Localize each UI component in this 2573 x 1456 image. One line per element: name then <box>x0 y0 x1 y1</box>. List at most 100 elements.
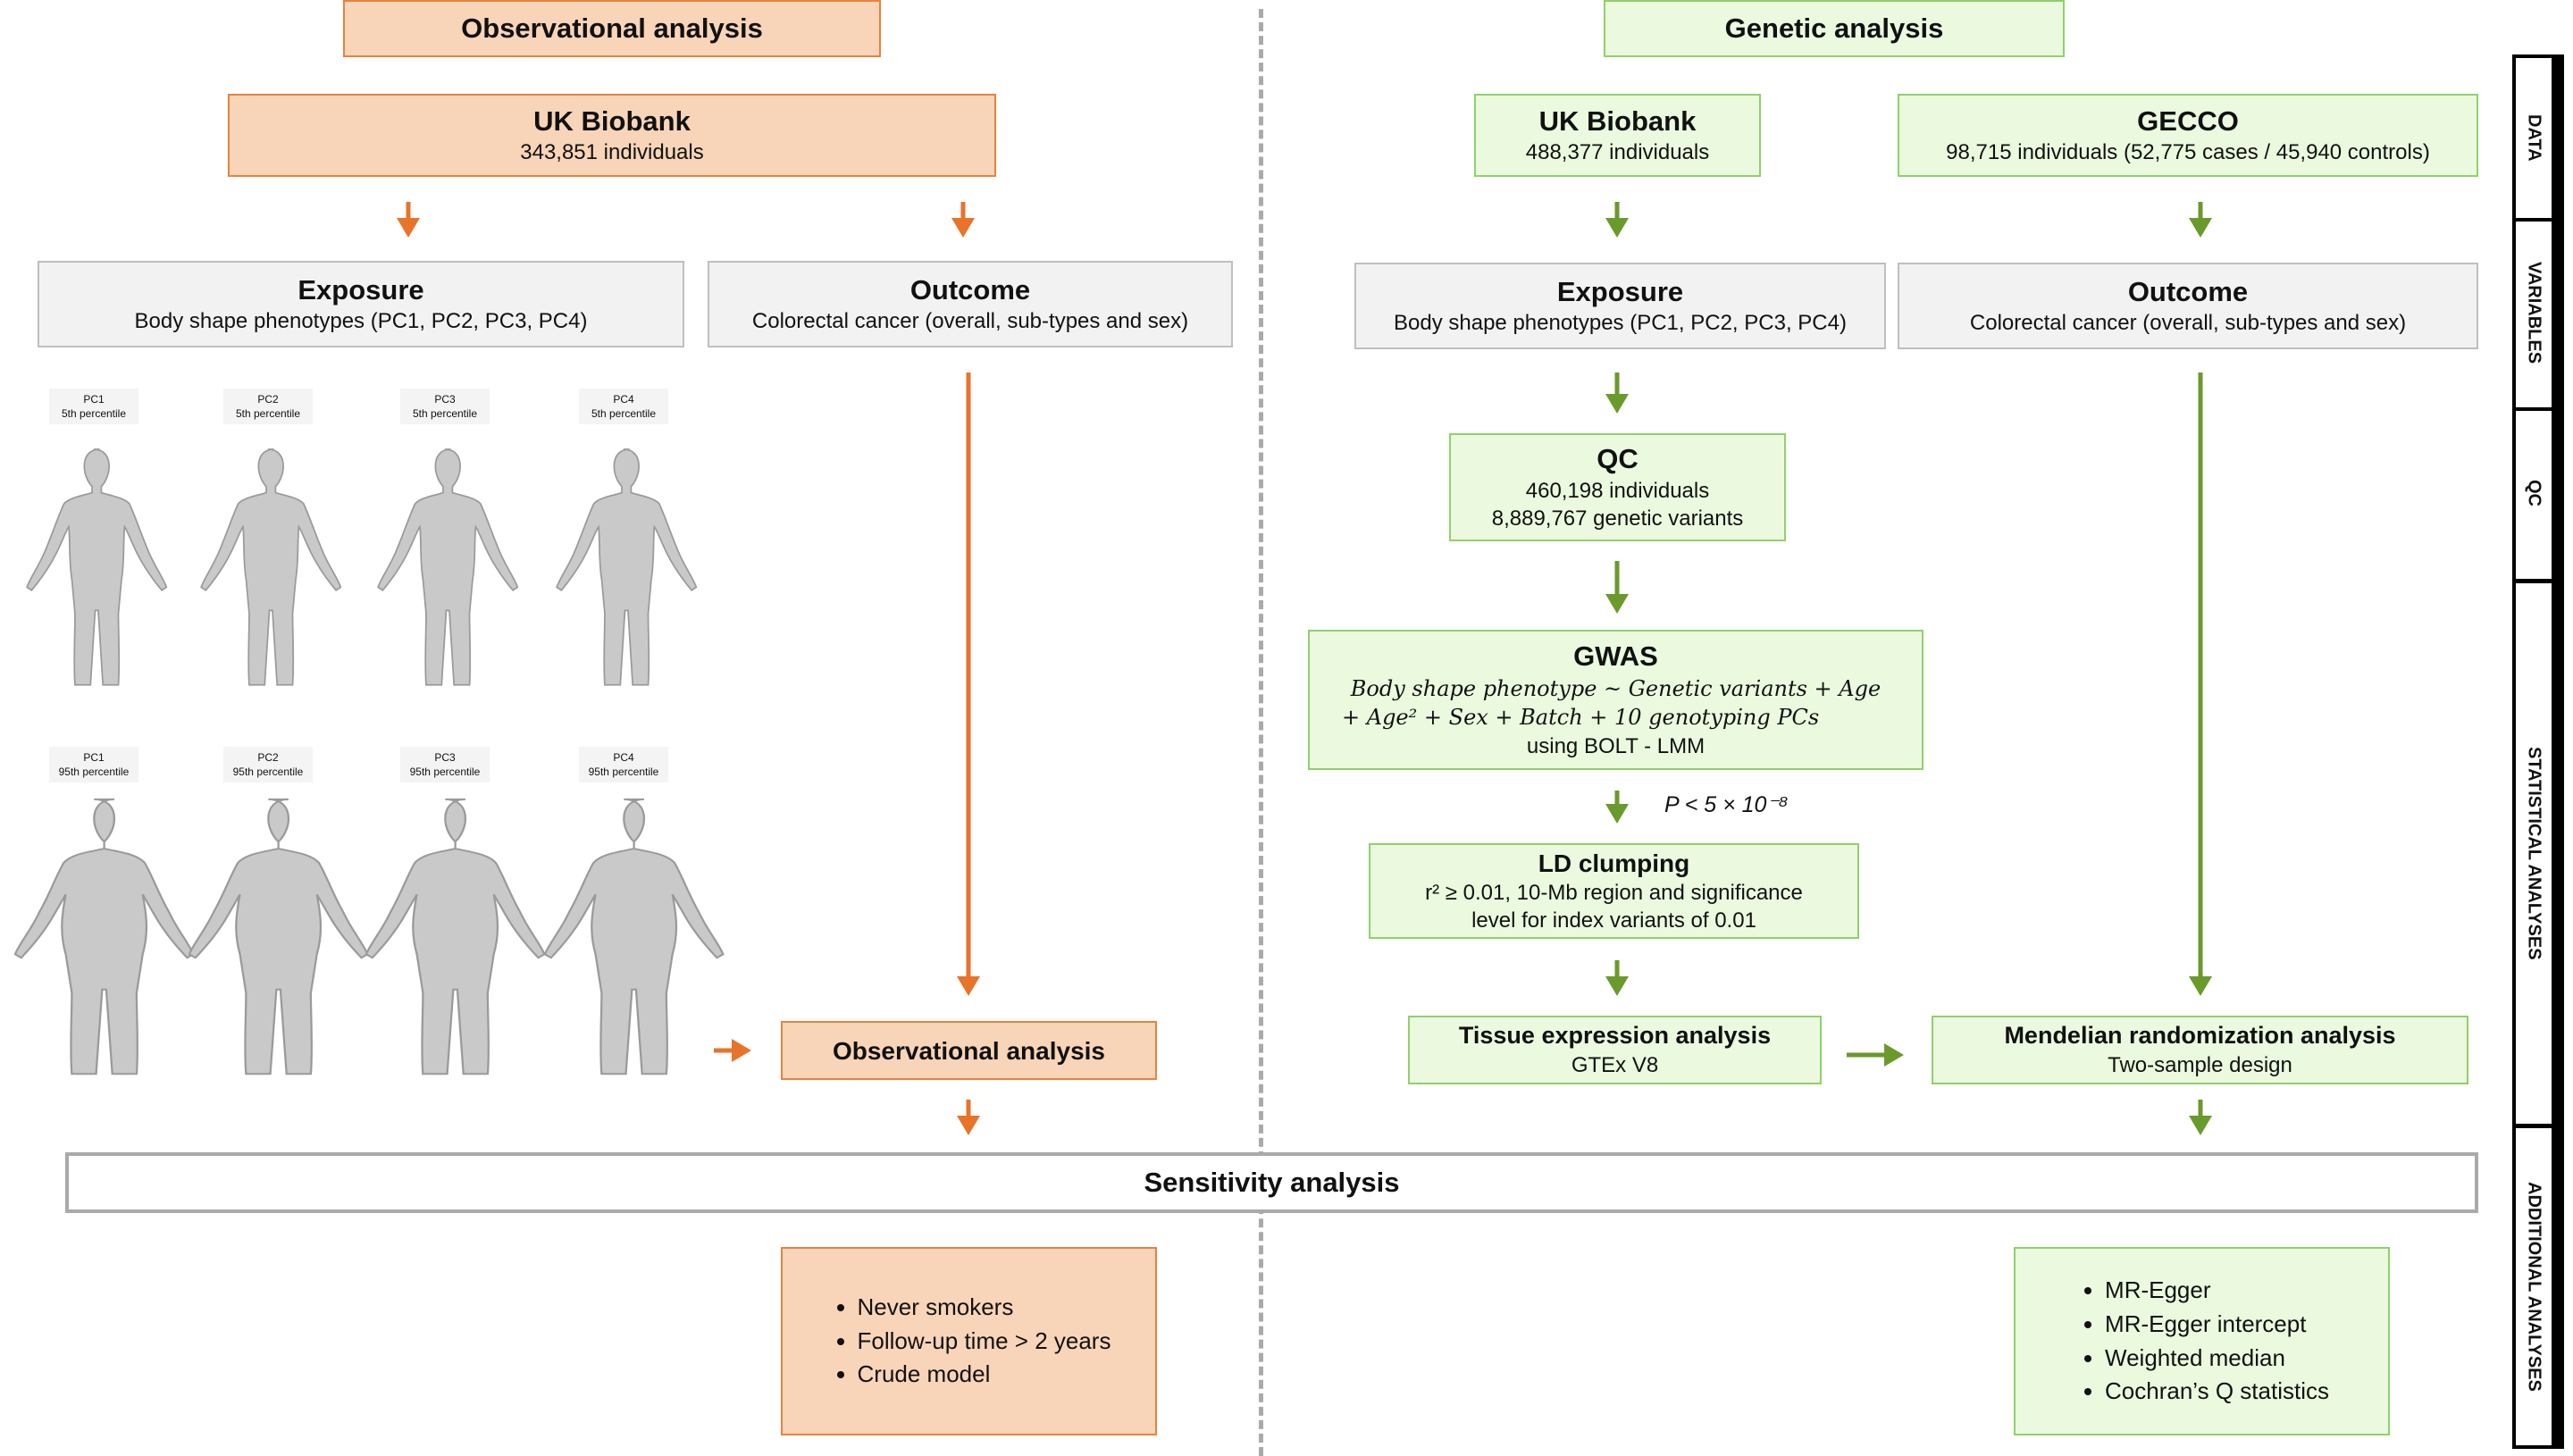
box-subtitle: 98,715 individuals (52,775 cases / 45,94… <box>1946 140 2430 165</box>
percentile-label: 5th percentile <box>412 407 478 421</box>
gen-exposure-box: Exposure Body shape phenotypes (PC1, PC2… <box>1354 263 1886 349</box>
box-line: r² ≥ 0.01, 10-Mb region and significance <box>1425 880 1803 905</box>
stage-label: ADDITIONAL ANALYSES <box>2524 1182 2544 1392</box>
percentile-label: 95th percentile <box>588 766 659 779</box>
box-subtitle: Two-sample design <box>2108 1052 2292 1077</box>
mr-box: Mendelian randomization analysis Two-sam… <box>1932 1016 2468 1084</box>
box-title: Outcome <box>909 273 1031 305</box>
pc-label: PC4 <box>613 751 634 764</box>
qc-box: QC 460,198 individuals 8,889,767 genetic… <box>1449 433 1786 541</box>
observational-header: Observational analysis <box>343 0 881 57</box>
box-line: 8,889,767 genetic variants <box>1491 506 1744 531</box>
stage-label: VARIABLES <box>2524 261 2544 364</box>
box-subtitle: Body shape phenotypes (PC1, PC2, PC3, PC… <box>1394 311 1847 336</box>
body-shape-label: PC4 95th percentile <box>579 747 668 783</box>
arrow-down <box>1605 960 1629 996</box>
obs-exposure-box: Exposure Body shape phenotypes (PC1, PC2… <box>38 261 684 347</box>
body-shape-label: PC3 95th percentile <box>400 747 490 783</box>
arrow-down <box>957 372 980 996</box>
box-title: Exposure <box>1556 275 1684 307</box>
stage-label: DATA <box>2524 114 2544 162</box>
obs-outcome-box: Outcome Colorectal cancer (overall, sub-… <box>708 261 1233 347</box>
box-title: Observational analysis <box>832 1036 1106 1065</box>
threshold-label: P < 5 × 10⁻⁸ <box>1664 792 1789 817</box>
box-title: Exposure <box>298 273 424 305</box>
gwas-formula: + Age² + Sex + Batch + 10 genotyping PCs <box>1342 705 1820 731</box>
arrow-right <box>714 1039 751 1062</box>
arrow-down <box>397 202 420 238</box>
box-line: 460,198 individuals <box>1525 478 1710 503</box>
pc-label: PC3 <box>434 751 456 764</box>
box-title: GWAS <box>1573 640 1658 673</box>
list-item: Follow-up time > 2 years <box>858 1325 1111 1359</box>
arrow-down <box>2189 1100 2212 1135</box>
percentile-label: 5th percentile <box>235 407 301 421</box>
gen-gecco-box: GECCO 98,715 individuals (52,775 cases /… <box>1898 94 2478 177</box>
body-shape-label: PC2 95th percentile <box>223 747 313 783</box>
stage-label: QC <box>2524 480 2544 506</box>
arrow-down <box>951 202 975 238</box>
arrow-down <box>2189 372 2212 996</box>
box-subtitle: Colorectal cancer (overall, sub-types an… <box>1969 311 2407 336</box>
box-title: Sensitivity analysis <box>1144 1166 1400 1198</box>
list-item: Crude model <box>858 1358 1111 1392</box>
gwas-box: GWAS Body shape phenotype ~ Genetic vari… <box>1308 630 1923 770</box>
header-label: Observational analysis <box>461 12 763 44</box>
box-title: LD clumping <box>1538 849 1690 877</box>
list-item: Weighted median <box>2105 1342 2329 1376</box>
header-label: Genetic analysis <box>1724 12 1944 44</box>
box-subtitle: 488,377 individuals <box>1525 140 1710 165</box>
box-subtitle: 343,851 individuals <box>520 140 704 165</box>
arrow-down <box>1605 791 1629 824</box>
arrow-down <box>1605 202 1629 238</box>
percentile-label: 95th percentile <box>409 766 481 779</box>
percentile-label: 95th percentile <box>58 766 130 779</box>
box-line: level for index variants of 0.01 <box>1471 908 1756 933</box>
box-title: GECCO <box>2137 105 2239 137</box>
obs-sensitivity-list: Never smokers Follow-up time > 2 years C… <box>781 1247 1157 1435</box>
pc-label: PC4 <box>613 393 634 406</box>
arrow-right <box>1847 1043 1904 1067</box>
box-title: QC <box>1597 442 1639 474</box>
genetic-header: Genetic analysis <box>1604 0 2065 57</box>
percentile-label: 95th percentile <box>232 766 304 779</box>
box-subtitle: Colorectal cancer (overall, sub-types an… <box>751 309 1189 334</box>
box-subtitle: Body shape phenotypes (PC1, PC2, PC3, PC… <box>134 309 588 334</box>
obs-data-box: UK Biobank 343,851 individuals <box>228 94 996 177</box>
obs-analysis-box: Observational analysis <box>781 1021 1157 1080</box>
body-shape-label: PC1 95th percentile <box>49 747 138 783</box>
pc-label: PC1 <box>83 751 105 764</box>
list-item: Cochran’s Q statistics <box>2105 1375 2329 1409</box>
list-item: Never smokers <box>858 1291 1111 1325</box>
box-subtitle: GTEx V8 <box>1571 1052 1659 1077</box>
stage-label: STATISTICAL ANALYSES <box>2524 747 2544 960</box>
pc-label: PC1 <box>83 393 105 406</box>
stage-additional: ADDITIONAL ANALYSES <box>2512 1124 2564 1449</box>
pc-label: PC2 <box>257 393 279 406</box>
arrow-down <box>1605 372 1629 414</box>
gen-ukb-box: UK Biobank 488,377 individuals <box>1474 94 1761 177</box>
arrow-down <box>957 1100 980 1135</box>
box-title: Mendelian randomization analysis <box>2004 1022 2396 1050</box>
gwas-formula: Body shape phenotype ~ Genetic variants … <box>1350 675 1882 701</box>
tissue-box: Tissue expression analysis GTEx V8 <box>1408 1016 1822 1084</box>
box-title: Tissue expression analysis <box>1458 1022 1772 1050</box>
stage-statistical: STATISTICAL ANALYSES <box>2512 579 2564 1127</box>
pc-label: PC2 <box>257 751 279 764</box>
arrow-down <box>1605 561 1629 614</box>
box-title: Outcome <box>2127 275 2249 307</box>
box-title: UK Biobank <box>533 105 691 137</box>
list-item: MR-Egger <box>2105 1274 2329 1308</box>
stage-data: DATA <box>2512 54 2564 222</box>
box-title: UK Biobank <box>1538 105 1697 137</box>
ld-box: LD clumping r² ≥ 0.01, 10-Mb region and … <box>1369 843 1859 939</box>
divider <box>1259 9 1263 1456</box>
list-item: MR-Egger intercept <box>2105 1308 2329 1342</box>
arrow-down <box>2189 202 2212 238</box>
mr-sensitivity-list: MR-Egger MR-Egger intercept Weighted med… <box>2014 1247 2390 1435</box>
stage-variables: VARIABLES <box>2512 218 2564 411</box>
